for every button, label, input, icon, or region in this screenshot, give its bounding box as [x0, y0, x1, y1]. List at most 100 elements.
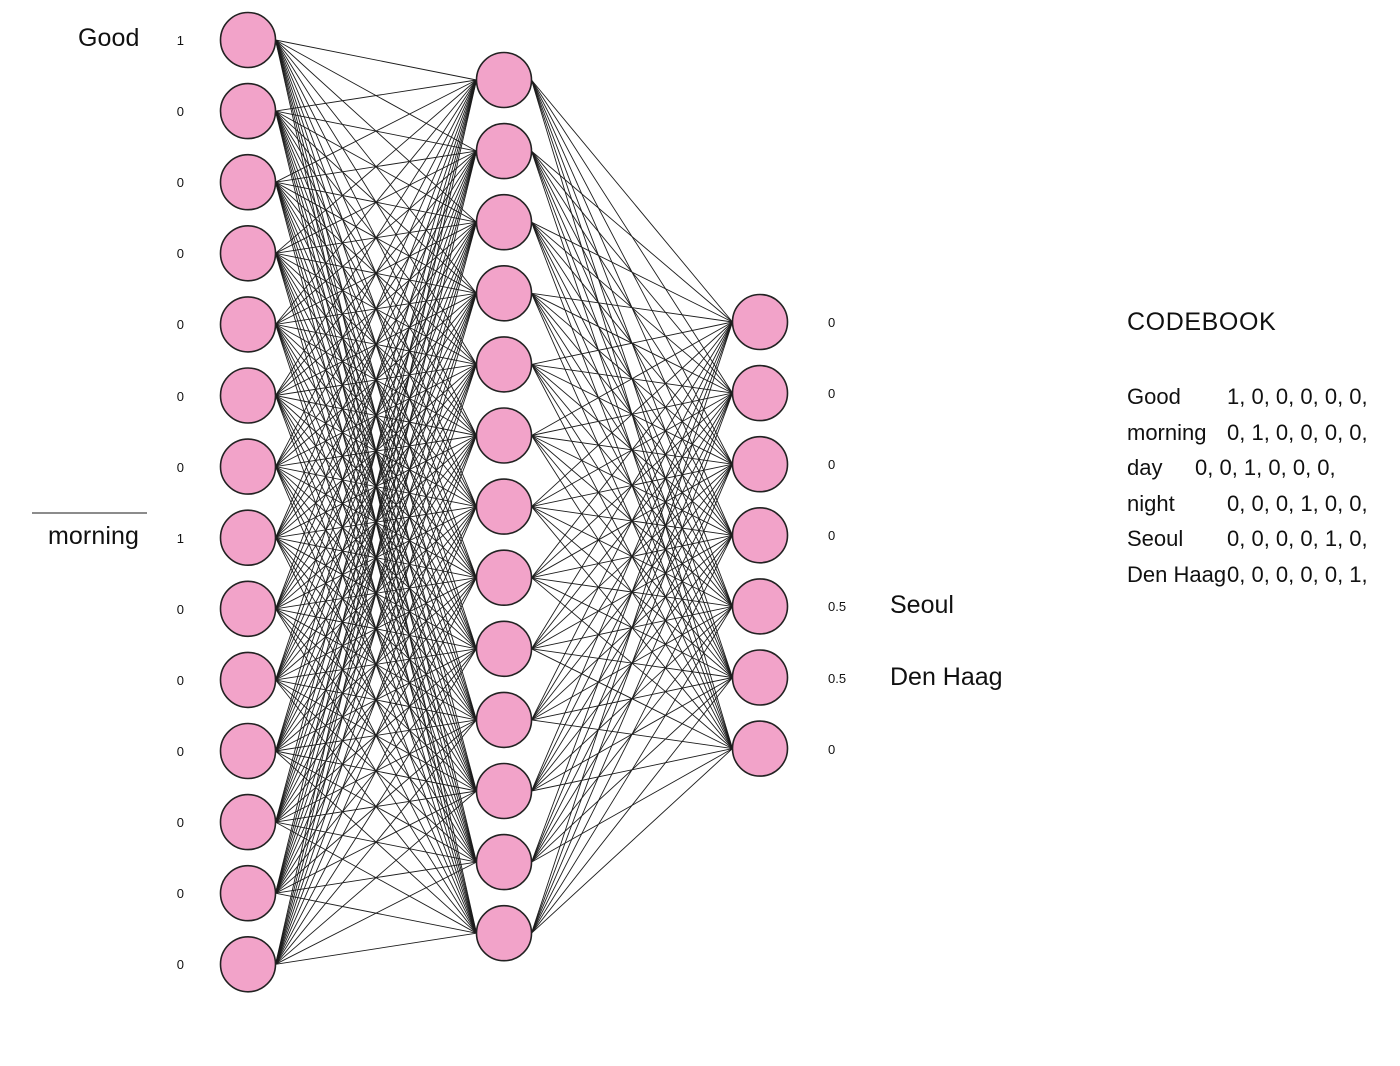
input-node[interactable]: [219, 793, 277, 851]
output-value-label: 0: [828, 528, 836, 544]
output-node[interactable]: [731, 293, 789, 351]
hidden-node[interactable]: [475, 478, 533, 535]
input-node[interactable]: [219, 82, 277, 140]
output-name-label: Seoul: [890, 591, 954, 620]
input-node[interactable]: [219, 580, 277, 638]
codebook-code: 1, 0, 0, 0, 0, 0,: [1227, 384, 1368, 409]
output-value-label: 0.5: [828, 670, 847, 686]
hidden-node[interactable]: [475, 691, 533, 749]
input-value-label: 0: [176, 672, 184, 688]
input-value-label: 0: [176, 957, 184, 973]
hidden-node[interactable]: [475, 833, 533, 891]
output-value-label: 0: [828, 386, 836, 402]
output-node[interactable]: [731, 364, 789, 422]
input-value-label: 0: [176, 744, 184, 759]
edge-hidden-output: [531, 321, 733, 507]
codebook-code: 0, 0, 0, 0, 0, 1,: [1227, 561, 1368, 587]
input-value-label: 1: [176, 530, 184, 546]
edge-input-hidden: [275, 435, 477, 965]
input-node[interactable]: [219, 296, 277, 353]
edge-input-hidden: [275, 79, 477, 823]
hidden-node[interactable]: [475, 549, 533, 607]
input-node[interactable]: [219, 722, 277, 780]
codebook-word: day: [1127, 455, 1163, 480]
output-value-label: 0: [828, 315, 836, 330]
edge-hidden-output: [531, 321, 733, 863]
output-value-label: 0.5: [828, 599, 847, 615]
edge-input-hidden: [275, 79, 477, 752]
hidden-node[interactable]: [475, 620, 533, 678]
output-node[interactable]: [731, 435, 789, 493]
input-node[interactable]: [219, 509, 277, 567]
input-node[interactable]: [219, 864, 277, 922]
edge-input-hidden: [275, 222, 477, 965]
input-value-label: 0: [176, 601, 184, 617]
edge-input-hidden: [275, 79, 477, 609]
edge-input-hidden: [275, 861, 477, 965]
input-value-label: 1: [176, 33, 184, 48]
edge-hidden-output: [531, 321, 733, 436]
edge-input-hidden: [275, 79, 477, 538]
hidden-node[interactable]: [475, 122, 533, 180]
edge-hidden-output: [531, 321, 733, 650]
input-value-label: 0: [176, 246, 184, 262]
codebook-word: night: [1127, 490, 1175, 516]
edge-hidden-output: [531, 535, 733, 934]
input-value-label: 0: [176, 815, 184, 831]
edge-input-hidden: [275, 150, 477, 965]
input-group-divider: [32, 512, 147, 514]
input-node[interactable]: [219, 438, 277, 495]
input-node[interactable]: [219, 935, 277, 993]
edge-input-hidden: [275, 79, 477, 183]
edge-input-hidden: [275, 79, 477, 254]
nodes-group: [219, 11, 789, 993]
input-node[interactable]: [219, 651, 277, 709]
input-group-label-morning: morning: [48, 521, 140, 550]
output-node[interactable]: [731, 720, 789, 777]
codebook-title: CODEBOOK: [1127, 308, 1277, 336]
input-node[interactable]: [219, 11, 277, 69]
hidden-node[interactable]: [475, 264, 533, 322]
edge-input-hidden: [275, 364, 477, 965]
edge-input-hidden: [275, 79, 477, 681]
codebook-word: morning: [1127, 419, 1207, 445]
input-value-label: 0: [176, 886, 184, 902]
codebook-code: 0, 0, 1, 0, 0, 0,: [1195, 455, 1336, 480]
input-node[interactable]: [219, 153, 277, 211]
input-value-label: 0: [176, 459, 184, 475]
edge-input-hidden: [275, 719, 477, 965]
edge-hidden-output: [531, 677, 733, 934]
edge-hidden-output: [531, 321, 733, 792]
hidden-node[interactable]: [475, 193, 533, 251]
hidden-node[interactable]: [475, 51, 533, 109]
codebook-row: day 0, 0, 1, 0, 0, 0,: [1127, 455, 1336, 481]
edge-input-hidden: [275, 79, 477, 112]
hidden-node[interactable]: [475, 762, 533, 820]
edge-hidden-output: [531, 321, 733, 578]
output-name-label: Den Haag: [890, 662, 1003, 691]
codebook-word: Den Haag: [1127, 561, 1227, 587]
output-node[interactable]: [731, 649, 789, 706]
codebook-word: Good: [1127, 384, 1181, 409]
input-node[interactable]: [219, 367, 277, 424]
edge-input-hidden: [275, 790, 477, 965]
output-node[interactable]: [731, 506, 789, 564]
output-value-label: 0: [828, 741, 836, 757]
output-node[interactable]: [731, 578, 789, 635]
hidden-node[interactable]: [475, 336, 533, 393]
output-value-label: 0: [828, 457, 836, 473]
edge-hidden-output: [531, 79, 733, 323]
edges-group: [275, 39, 733, 965]
input-node[interactable]: [219, 225, 277, 282]
hidden-node[interactable]: [475, 904, 533, 962]
hidden-node[interactable]: [475, 407, 533, 464]
edge-hidden-output: [531, 150, 733, 323]
codebook-row: Good 1, 0, 0, 0, 0, 0,: [1127, 384, 1368, 410]
codebook-word: Seoul: [1127, 526, 1184, 551]
edge-hidden-output: [531, 748, 733, 934]
edge-hidden-output: [531, 392, 733, 934]
edge-hidden-output: [531, 464, 733, 934]
